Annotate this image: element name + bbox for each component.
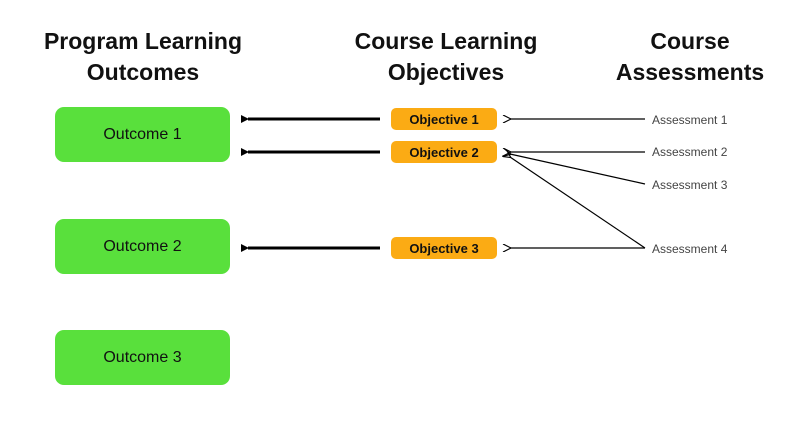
arrow-assessment4-to-objective2: [510, 157, 646, 249]
assessment-1-label: Assessment 1: [652, 113, 728, 127]
outcome-2-box: Outcome 2: [55, 219, 230, 274]
objective-3-label: Objective 3: [409, 240, 479, 256]
arrow-assessment3-to-objective2: [510, 154, 646, 185]
assessment-3-label: Assessment 3: [652, 178, 728, 192]
course-assessments-heading: Course Assessments: [615, 28, 765, 85]
objective-3-box: Objective 3: [391, 237, 497, 259]
course-objectives-heading: Course Learning Objectives: [354, 28, 538, 85]
outcome-1-label: Outcome 1: [103, 125, 182, 143]
outcome-3-box: Outcome 3: [55, 330, 230, 385]
objective-1-label: Objective 1: [409, 111, 479, 127]
assessment-2-label: Assessment 2: [652, 145, 728, 159]
objective-2-box: Objective 2: [391, 141, 497, 163]
assessment-4-label: Assessment 4: [652, 242, 728, 256]
outcome-2-label: Outcome 2: [103, 237, 182, 255]
program-outcomes-heading: Program Learning Outcomes: [43, 28, 243, 85]
outcome-3-label: Outcome 3: [103, 348, 182, 366]
objective-2-label: Objective 2: [409, 144, 479, 160]
outcome-1-box: Outcome 1: [55, 107, 230, 162]
objective-1-box: Objective 1: [391, 108, 497, 130]
